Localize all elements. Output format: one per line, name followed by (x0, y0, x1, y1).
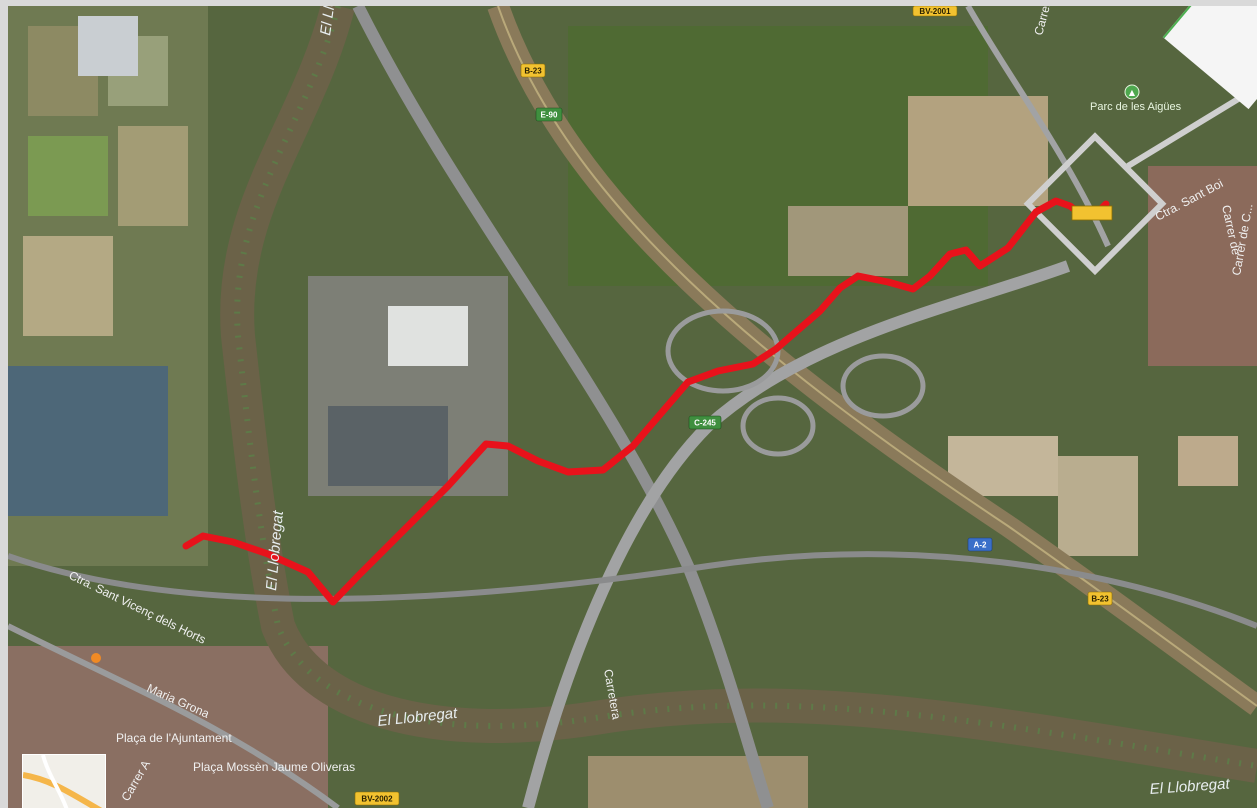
svg-text:BV-2001: BV-2001 (919, 7, 951, 16)
focus-box (1023, 87, 1255, 276)
layer-thumbnail[interactable] (22, 754, 106, 808)
map-canvas: ▲ B-23 E-90 C-245 A-2 B-23 BV-2002 (8, 6, 1257, 808)
label-placa-ajuntament: Plaça de l'Ajuntament (116, 731, 232, 745)
svg-text:BV-2002: BV-2002 (361, 795, 393, 804)
shield-b23-right: B-23 (1087, 591, 1113, 606)
greenhouses (8, 366, 168, 516)
river (220, 6, 1257, 783)
field (588, 756, 808, 808)
motorway-a2-line (497, 6, 1257, 707)
interchange (740, 395, 816, 457)
road (8, 551, 1257, 629)
field (788, 206, 908, 276)
label-park: Parc de les Aigües (1090, 101, 1182, 113)
urban-area-right (1148, 166, 1257, 366)
interchange (840, 353, 926, 419)
svg-text:▲: ▲ (1129, 88, 1136, 97)
label-placa-mossen: Plaça Mossèn Jaume Oliveras (193, 760, 355, 774)
svg-text:C-245: C-245 (694, 419, 716, 428)
field (908, 96, 1048, 206)
tanks (328, 406, 448, 486)
svg-text:A-2: A-2 (974, 541, 987, 550)
shield-c245: C-245 (688, 415, 722, 430)
label-river-bottom-right: El Llobregat (1149, 775, 1231, 798)
field (28, 136, 108, 216)
shield-b23-top: B-23 (520, 63, 546, 78)
satellite-map[interactable]: ▲ B-23 E-90 C-245 A-2 B-23 BV-2002 (8, 6, 1257, 808)
highway-c245-north (352, 6, 774, 808)
svg-text:E-90: E-90 (541, 111, 558, 120)
shield-bv-top: BV-2001 (912, 6, 958, 17)
field (1178, 436, 1238, 486)
label-river-top: El Llo (317, 6, 339, 37)
poi-icon (91, 653, 101, 663)
building-roof (388, 306, 468, 366)
route-path (182, 197, 1110, 606)
svg-text:B-23: B-23 (1091, 595, 1109, 604)
shield-e90: E-90 (535, 107, 563, 122)
road (8, 623, 340, 808)
svg-text:B-23: B-23 (524, 67, 542, 76)
field (23, 236, 113, 336)
shield-a2: A-2 (967, 537, 993, 552)
map-layer-icon (23, 755, 105, 808)
destination-marker (1071, 205, 1113, 221)
park-icon: ▲ (1124, 84, 1140, 100)
shield-bv2002: BV-2002 (354, 791, 400, 806)
field (1058, 456, 1138, 556)
greenhouse (78, 16, 138, 76)
field (118, 126, 188, 226)
label-river-vertical: El Llobregat (263, 509, 287, 591)
